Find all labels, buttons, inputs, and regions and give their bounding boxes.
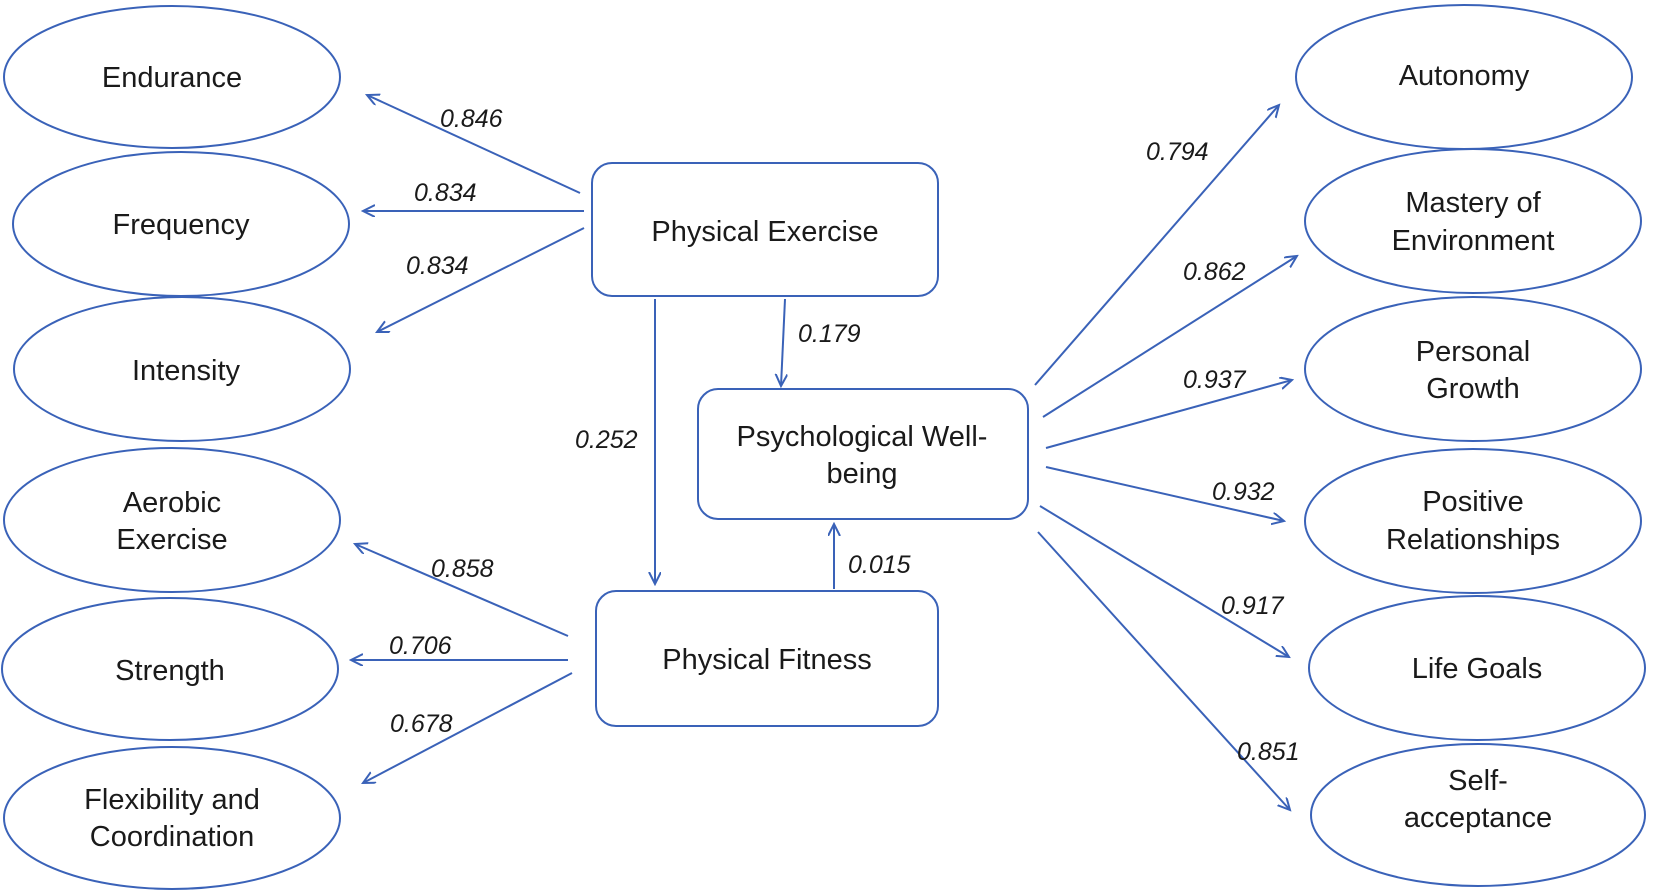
coef-goals: 0.917: [1221, 592, 1285, 620]
indicator-aerobic-label-1: Aerobic: [123, 487, 221, 519]
indicator-selfacc-label-1: Self-: [1448, 765, 1508, 797]
indicator-endurance: Endurance: [3, 5, 341, 149]
path-wellbeing-growth: [1045, 380, 1292, 449]
coef-flexibility: 0.678: [390, 710, 453, 738]
path-wellbeing-relations: [1045, 466, 1284, 521]
coef-aerobic: 0.858: [431, 555, 494, 583]
coef-frequency: 0.834: [414, 179, 477, 207]
coef-growth: 0.937: [1183, 366, 1247, 394]
indicator-aerobic-label-2: Exercise: [116, 524, 227, 556]
coef-relations: 0.932: [1212, 478, 1275, 506]
path-wellbeing-mastery: [1042, 256, 1297, 418]
construct-fitness-label: Physical Fitness: [662, 644, 872, 676]
indicator-relations-label-1: Positive: [1422, 486, 1524, 518]
indicator-selfacc-label-2: acceptance: [1404, 802, 1552, 834]
construct-physical-fitness: Physical Fitness: [595, 590, 939, 727]
coef-exercise-wellbeing: 0.179: [798, 320, 861, 348]
construct-wellbeing-label-2: being: [827, 458, 898, 490]
path-fitness-flexibility: [363, 672, 573, 783]
coef-intensity: 0.834: [406, 252, 469, 280]
construct-wellbeing-label-1: Psychological Well-: [737, 421, 988, 453]
indicator-strength: Strength: [1, 597, 339, 741]
indicator-mastery-label-2: Environment: [1392, 225, 1555, 257]
indicator-positive-relationships: Positive Relationships: [1304, 448, 1642, 594]
indicator-autonomy: Autonomy: [1295, 4, 1633, 150]
coef-endurance: 0.846: [440, 105, 503, 133]
indicator-frequency: Frequency: [12, 151, 350, 297]
indicator-intensity: Intensity: [13, 296, 351, 442]
path-wellbeing-autonomy: [1034, 105, 1279, 386]
indicator-mastery-environment: Mastery of Environment: [1304, 148, 1642, 294]
indicator-relations-label-2: Relationships: [1386, 524, 1560, 556]
indicator-endurance-label: Endurance: [102, 62, 242, 94]
path-exercise-endurance: [367, 95, 581, 194]
indicator-self-acceptance: Self- acceptance: [1310, 743, 1646, 887]
path-fitness-aerobic: [355, 544, 569, 637]
indicator-autonomy-label: Autonomy: [1399, 60, 1530, 92]
construct-physical-exercise: Physical Exercise: [591, 162, 939, 297]
indicator-flexibility-label-1: Flexibility and: [84, 784, 260, 816]
path-wellbeing-goals: [1039, 505, 1289, 657]
indicator-personal-growth: Personal Growth: [1304, 296, 1642, 442]
coef-exercise-fitness: 0.252: [575, 426, 638, 454]
indicator-growth-label-2: Growth: [1426, 373, 1519, 405]
path-wellbeing-selfacc: [1037, 531, 1290, 810]
indicator-growth-label-1: Personal: [1416, 336, 1530, 368]
indicator-strength-label: Strength: [115, 655, 225, 687]
indicator-goals-label: Life Goals: [1412, 653, 1543, 685]
indicator-mastery-label-1: Mastery of: [1405, 187, 1541, 219]
indicator-flexibility-label-2: Coordination: [90, 821, 254, 853]
indicator-aerobic-exercise: Aerobic Exercise: [3, 447, 341, 593]
indicator-intensity-label: Intensity: [132, 355, 240, 387]
path-exercise-wellbeing: [781, 298, 785, 386]
path-exercise-intensity: [377, 227, 585, 332]
construct-exercise-label: Physical Exercise: [651, 216, 878, 248]
indicator-flexibility-coordination: Flexibility and Coordination: [3, 746, 341, 890]
coef-mastery: 0.862: [1183, 258, 1246, 286]
coef-strength: 0.706: [389, 632, 452, 660]
coef-fitness-wellbeing: 0.015: [848, 551, 911, 579]
indicator-frequency-label: Frequency: [112, 209, 250, 241]
coef-autonomy: 0.794: [1146, 138, 1209, 166]
indicator-life-goals: Life Goals: [1308, 595, 1646, 741]
coef-selfacc: 0.851: [1237, 738, 1300, 766]
construct-psychological-wellbeing: Psychological Well- being: [697, 388, 1029, 520]
